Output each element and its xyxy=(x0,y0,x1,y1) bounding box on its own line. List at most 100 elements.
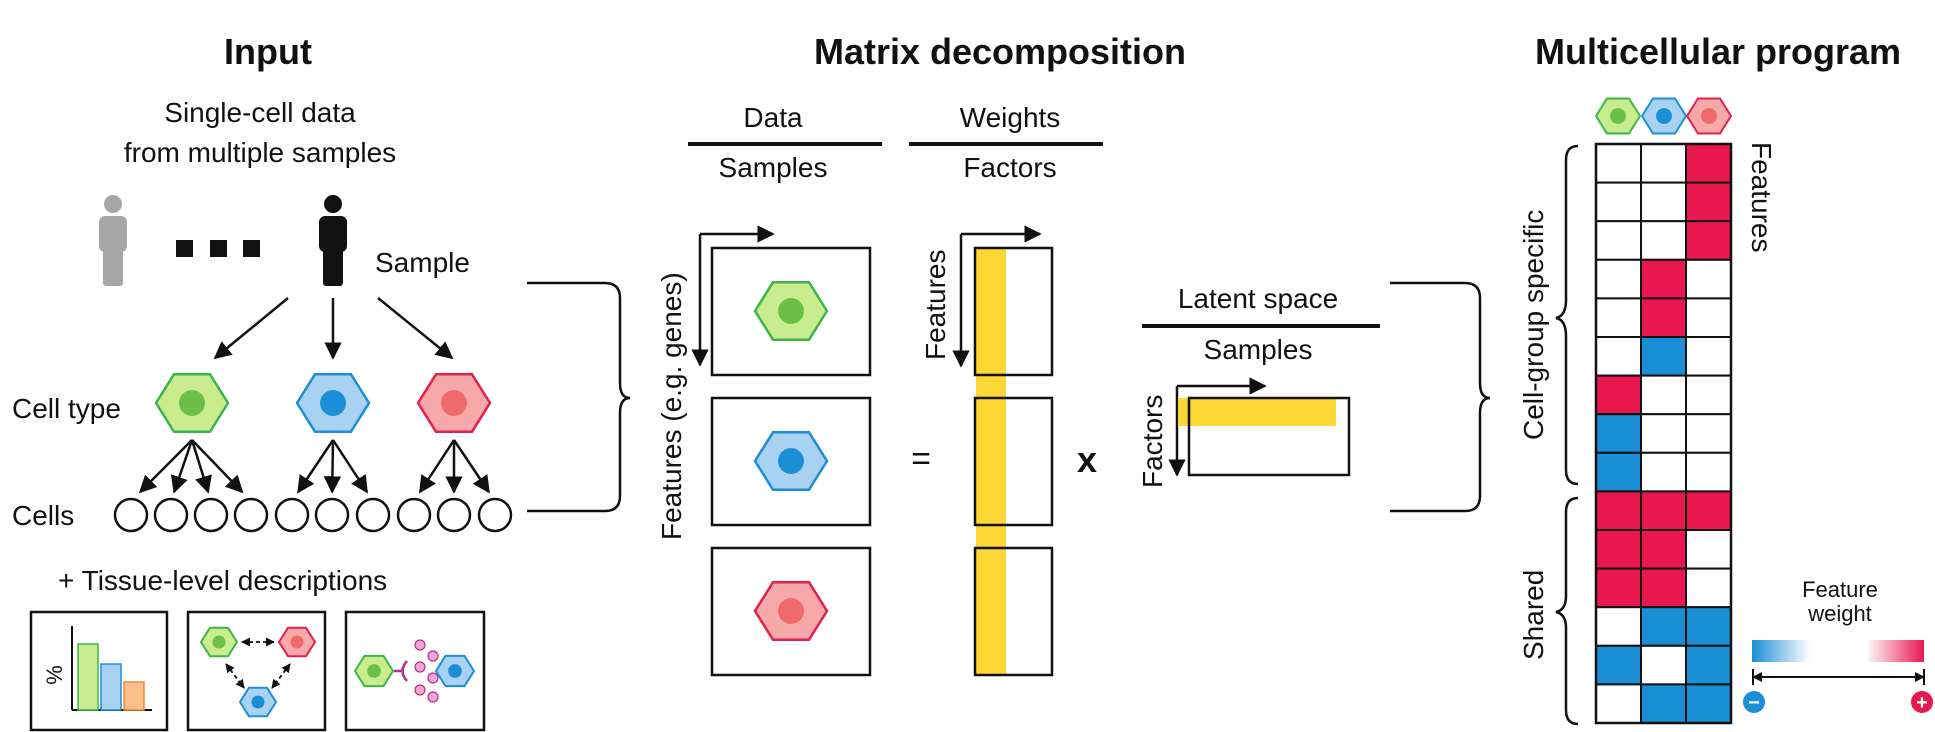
cell-arrows xyxy=(138,439,490,494)
times-sign: x xyxy=(1077,439,1097,480)
heatmap-cell xyxy=(1595,143,1642,184)
percent-label: % xyxy=(42,665,67,685)
specific-brace xyxy=(1555,144,1579,486)
tissue2-blue-hexagon-icon xyxy=(238,686,278,718)
tissue-colocalization-box xyxy=(186,610,327,732)
green-cell-type-icon xyxy=(154,373,230,433)
data-green-hexagon-icon xyxy=(753,281,829,341)
heatmap-cell xyxy=(1685,374,1732,416)
heatmap-cell xyxy=(1595,606,1642,647)
heatmap-cell xyxy=(1685,297,1732,338)
program-title: Multicellular program xyxy=(1535,31,1901,72)
cell-arrow xyxy=(331,439,369,494)
cell-circle xyxy=(355,497,391,533)
cell-arrow xyxy=(418,439,456,494)
weights-axis-arrows xyxy=(952,225,1042,368)
latent-highlight-row xyxy=(1178,398,1336,426)
heatmap-cell xyxy=(1595,529,1642,570)
tissue-composition-box: % xyxy=(29,610,169,732)
cell-arrow xyxy=(190,439,212,494)
tissue-communication-box xyxy=(344,610,486,732)
feature-weight-label-line1: Feature xyxy=(1802,577,1878,602)
heatmap-cell xyxy=(1595,567,1642,609)
red-cell-type-icon xyxy=(416,373,492,433)
heatmap-cell xyxy=(1685,606,1732,647)
heatmap-cell xyxy=(1595,490,1642,531)
minus-icon: − xyxy=(1743,691,1765,714)
data-blue-hexagon-icon xyxy=(753,431,829,491)
input-subtitle-line2: from multiple samples xyxy=(124,137,396,168)
ligand-dot xyxy=(414,661,426,673)
heatmap-cell xyxy=(1595,297,1642,338)
heatmap-cell xyxy=(1685,683,1732,725)
program-features-label: Features xyxy=(1746,142,1777,253)
heatmap-cell xyxy=(1685,181,1732,223)
heatmap-cell xyxy=(1685,490,1732,531)
features-genes-axis-label: Features (e.g. genes) xyxy=(656,272,687,540)
weights-matrix-box-3 xyxy=(973,546,1054,677)
program-red-hexagon-icon xyxy=(1685,97,1733,135)
heatmap-cell xyxy=(1595,220,1642,261)
heatmap-cell xyxy=(1640,683,1687,725)
positive-weight-gradient xyxy=(1866,640,1924,662)
negative-weight-gradient xyxy=(1752,640,1810,662)
decomposition-bracket xyxy=(1390,281,1491,513)
shared-label: Shared xyxy=(1518,570,1549,660)
data-axis-arrows xyxy=(691,225,775,367)
svg-text:−: − xyxy=(1748,692,1760,714)
latent-axis-arrows xyxy=(1168,377,1267,477)
heatmap-cell xyxy=(1685,644,1732,686)
heatmap-cell xyxy=(1640,567,1687,609)
heatmap-cell xyxy=(1685,413,1732,454)
heatmap-cell xyxy=(1595,181,1642,223)
cell-arrow xyxy=(138,439,193,494)
data-samples-label: Samples xyxy=(719,152,828,183)
sample-arrows xyxy=(213,297,454,360)
heatmap-cell xyxy=(1685,529,1732,570)
tissue2-green-hexagon-icon xyxy=(199,626,239,658)
heatmap-cell xyxy=(1685,143,1732,184)
cell-group-specific-label: Cell-group specific xyxy=(1518,210,1549,440)
heatmap-cell xyxy=(1595,374,1642,416)
tissue2-red-hexagon-icon xyxy=(277,626,317,658)
program-hexagons xyxy=(1594,97,1733,135)
composition-bar-blue xyxy=(100,663,122,711)
plus-icon: + xyxy=(1911,691,1933,714)
heatmap-cell xyxy=(1640,297,1687,338)
ligand-dot xyxy=(427,650,439,662)
feature-weight-label-line2: weight xyxy=(1807,601,1872,626)
weights-matrix-box-1 xyxy=(973,246,1054,377)
cell-circle xyxy=(436,497,472,533)
heatmap-cell xyxy=(1595,258,1642,300)
heatmap-cell xyxy=(1685,336,1732,377)
cell-arrow xyxy=(452,439,490,494)
cell-circles xyxy=(113,497,513,533)
ligand-dot xyxy=(427,691,439,703)
weights-features-label: Features xyxy=(920,250,951,361)
input-subtitle-line1: Single-cell data xyxy=(164,97,356,128)
input-bracket xyxy=(527,281,631,513)
latent-factors-label: Factors xyxy=(1137,395,1168,488)
cells-label: Cells xyxy=(12,500,74,531)
heatmap-cell xyxy=(1595,683,1642,725)
weights-highlight-column xyxy=(976,248,1006,675)
cell-circle xyxy=(477,497,513,533)
equals-sign: = xyxy=(911,440,931,478)
heatmap-cell xyxy=(1640,220,1687,261)
data-label: Data xyxy=(743,102,803,133)
cell-arrow xyxy=(191,439,244,494)
ellipsis-icon xyxy=(176,240,260,257)
composition-bar-green xyxy=(77,643,99,711)
composition-bar-orange xyxy=(123,681,145,711)
tissue-label: + Tissue-level descriptions xyxy=(58,565,387,596)
blue-cell-type-icon xyxy=(295,373,371,433)
heatmap-cell xyxy=(1685,220,1732,261)
cell-arrow xyxy=(297,439,335,494)
person-grey-icon xyxy=(99,195,127,286)
heatmap-cell xyxy=(1640,529,1687,570)
ligand-dot xyxy=(414,684,426,696)
cell-arrow xyxy=(170,439,194,494)
heatmap-cell xyxy=(1640,451,1687,493)
cell-circle xyxy=(233,497,269,533)
